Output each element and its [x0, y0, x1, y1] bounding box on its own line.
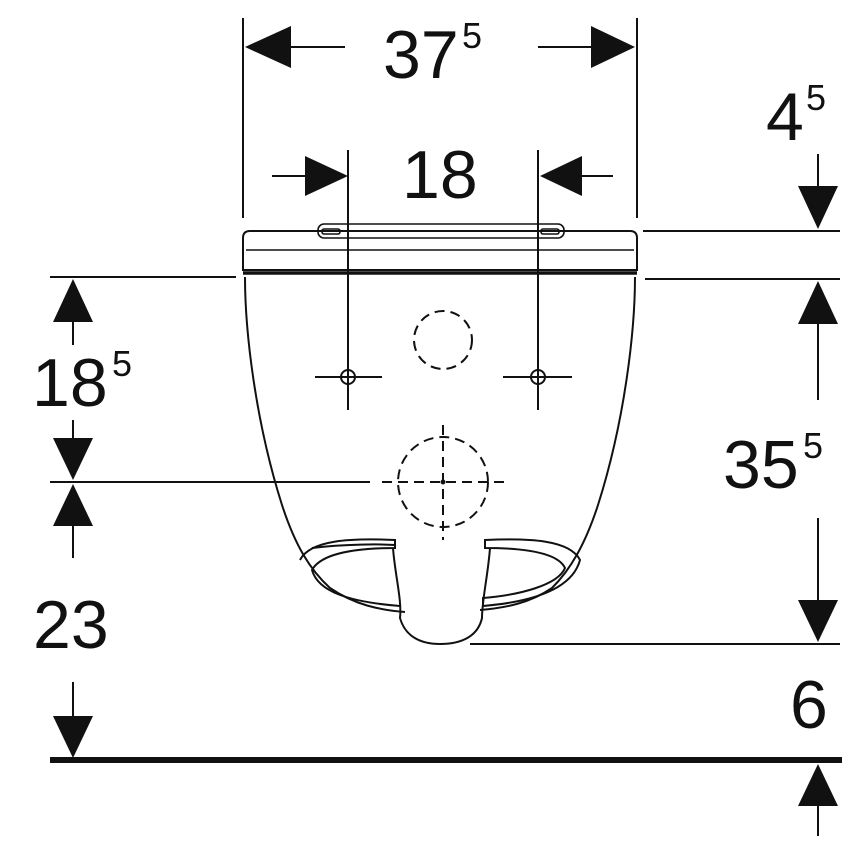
total-height-dimension: 35 5 — [723, 281, 838, 642]
outlet-connection-circle — [382, 425, 504, 540]
arrow-up-icon — [53, 279, 93, 322]
top-to-outlet-superscript: 5 — [112, 343, 132, 384]
bowl-rim — [299, 538, 582, 608]
top-to-outlet-dimension: 18 5 — [32, 279, 132, 480]
outlet-spigot — [392, 547, 491, 646]
arrow-down-icon — [53, 716, 93, 758]
supply-connection-circle — [413, 310, 473, 370]
arrow-left-icon — [540, 156, 582, 196]
arrow-right-icon — [305, 156, 348, 196]
seat-lid — [242, 223, 638, 275]
outlet-to-floor-label: 23 — [33, 587, 109, 663]
right-fixing-point — [503, 369, 572, 385]
bowl-body — [244, 276, 636, 613]
seat-thickness-label: 4 — [766, 79, 804, 155]
arrow-down-icon — [798, 600, 838, 642]
arrow-up-icon — [798, 764, 838, 806]
total-height-label: 35 — [723, 427, 799, 503]
total-height-superscript: 5 — [803, 425, 823, 466]
fixing-spacing-label: 18 — [402, 137, 478, 213]
overall-width-superscript: 5 — [462, 15, 482, 56]
overall-width-dimension: 37 5 — [242, 15, 638, 218]
arrow-right-icon — [591, 26, 635, 68]
seat-thickness-superscript: 5 — [806, 77, 826, 118]
floor-gap-dimension: 6 — [790, 667, 838, 836]
left-fixing-point — [315, 369, 382, 385]
fixing-spacing-dimension: 18 — [272, 137, 613, 213]
top-to-outlet-label: 18 — [32, 345, 108, 421]
outlet-to-floor-dimension: 23 — [33, 484, 109, 758]
arrow-down-icon — [53, 438, 93, 480]
arrow-left-icon — [245, 26, 291, 68]
arrow-up-icon — [798, 281, 838, 324]
floor-gap-label: 6 — [790, 667, 828, 743]
arrow-down-icon — [798, 186, 838, 229]
overall-width-label: 37 — [383, 17, 459, 93]
seat-thickness-dimension: 4 5 — [766, 77, 838, 229]
arrow-up-icon — [53, 484, 93, 526]
